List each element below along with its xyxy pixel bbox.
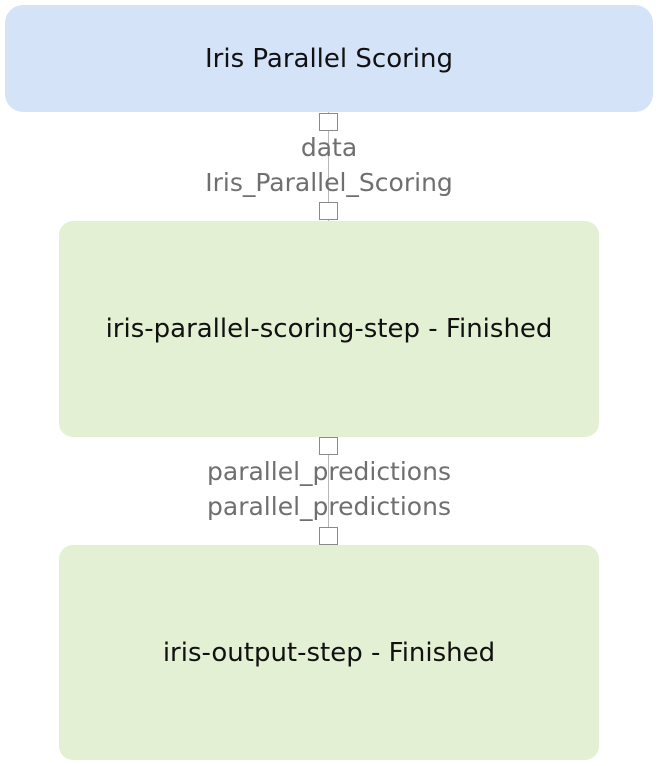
output-port-parallel-predictions[interactable] bbox=[319, 437, 338, 455]
edge-target-port-label-2: parallel_predictions bbox=[207, 492, 451, 521]
edge-connector-2 bbox=[328, 437, 329, 545]
step-node-iris-parallel-scoring-step[interactable]: iris-parallel-scoring-step - Finished bbox=[59, 221, 599, 437]
edge-target-port-label-1: Iris_Parallel_Scoring bbox=[205, 168, 453, 197]
step-node-label: iris-output-step - Finished bbox=[162, 637, 496, 668]
edge-source-port-label-1: data bbox=[300, 133, 358, 162]
edge-source-port-label-2: parallel_predictions bbox=[207, 457, 451, 486]
dataset-node-label: Iris Parallel Scoring bbox=[205, 43, 453, 74]
edge-connector-1 bbox=[328, 112, 329, 221]
dataset-node-iris-parallel-scoring[interactable]: Iris Parallel Scoring bbox=[5, 5, 653, 112]
output-port-data[interactable] bbox=[319, 113, 338, 131]
input-port-iris-parallel-scoring[interactable] bbox=[319, 202, 338, 220]
input-port-parallel-predictions[interactable] bbox=[319, 527, 338, 545]
step-node-iris-output-step[interactable]: iris-output-step - Finished bbox=[59, 545, 599, 760]
step-node-label: iris-parallel-scoring-step - Finished bbox=[105, 314, 553, 344]
